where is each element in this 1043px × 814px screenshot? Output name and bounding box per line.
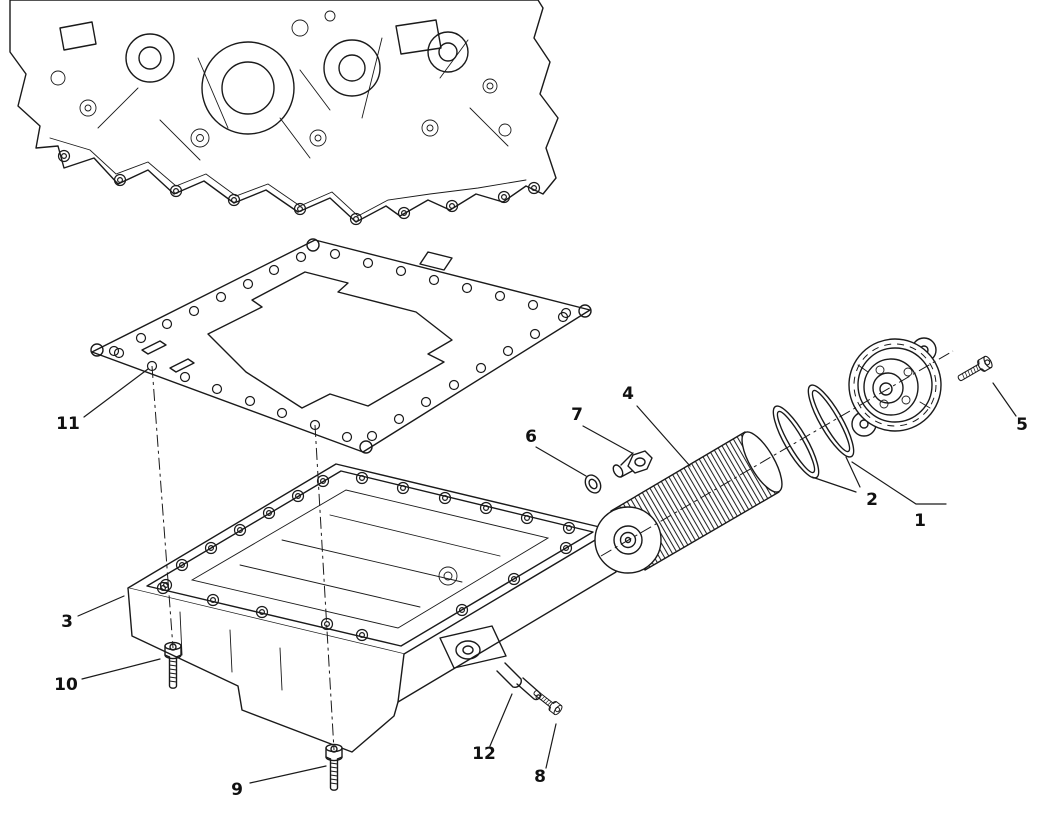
plug-7-drawing <box>612 450 653 478</box>
screw-10-drawing <box>164 641 182 689</box>
callout-4: 4 <box>622 384 634 404</box>
o-rings-drawing <box>772 384 855 479</box>
callout-2: 2 <box>866 490 878 510</box>
callout-1: 1 <box>914 511 926 531</box>
callout-8: 8 <box>534 767 546 787</box>
filter-cover-drawing <box>848 337 942 437</box>
engine-crankcase-drawing <box>9 0 559 226</box>
callout-12: 12 <box>472 744 496 764</box>
leader-lines <box>77 368 1017 784</box>
callout-3: 3 <box>61 612 73 632</box>
oil-sump-drawing <box>127 463 617 753</box>
washer-6-drawing <box>584 474 602 494</box>
center-lines <box>151 350 954 751</box>
callout-labels: 11 3 10 9 12 8 6 7 4 2 1 5 <box>54 384 1028 800</box>
screw-9-drawing <box>325 743 343 791</box>
gasket-holes <box>90 238 592 454</box>
o-ring-2 <box>807 384 855 458</box>
callout-7: 7 <box>571 405 583 425</box>
callout-10: 10 <box>54 675 78 695</box>
bracket-part-1 <box>851 461 947 505</box>
callout-5: 5 <box>1016 415 1028 435</box>
sump-gasket-drawing <box>90 238 592 454</box>
callout-9: 9 <box>231 780 243 800</box>
callout-11: 11 <box>56 414 80 434</box>
clip-12-drawing <box>496 662 542 701</box>
bolt-5-drawing <box>955 354 995 385</box>
callout-6: 6 <box>525 427 537 447</box>
bolt-8-drawing <box>530 686 564 717</box>
